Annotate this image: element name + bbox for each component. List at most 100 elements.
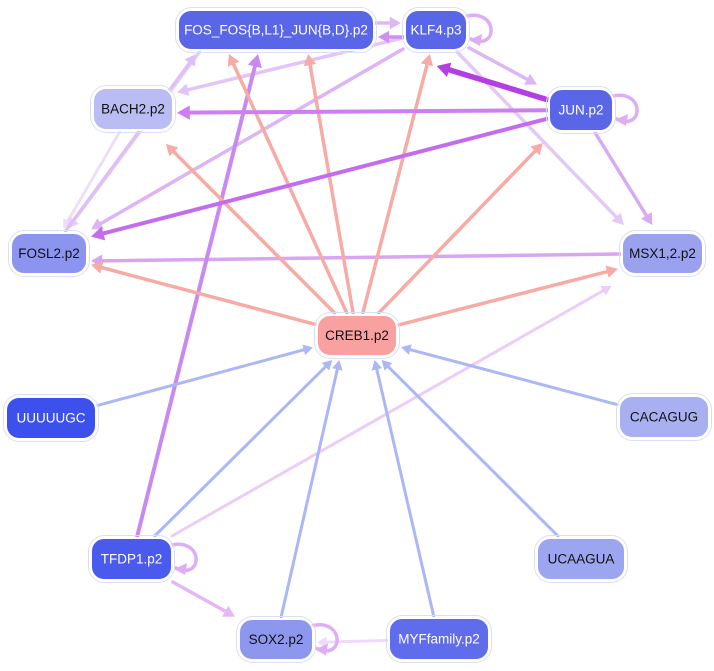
arrowhead-icon xyxy=(91,261,104,274)
node-outline xyxy=(175,7,377,53)
edge-klf4-jun xyxy=(467,46,537,85)
node-creb1[interactable]: CREB1.p2 xyxy=(314,312,400,359)
arrowhead-icon xyxy=(469,34,482,46)
node-shape xyxy=(388,617,490,661)
edge-creb1-fosl2 xyxy=(91,261,317,327)
edge-creb1-fos xyxy=(303,54,355,315)
node-shape xyxy=(5,396,97,440)
edge-msx-fosl2 xyxy=(91,252,622,268)
edge-fos-klf4 xyxy=(374,16,401,30)
node-label: UUUUUGC xyxy=(17,411,86,426)
node-klf4[interactable]: KLF4.p3 xyxy=(402,7,470,53)
edge-myf-creb1 xyxy=(371,360,436,618)
edge-cacagug-creb1 xyxy=(401,344,619,407)
arrowhead-icon xyxy=(605,265,618,278)
node-label: BACH2.p2 xyxy=(101,102,165,117)
node-label: MYFfamily.p2 xyxy=(398,632,480,647)
arrowhead-icon xyxy=(321,360,333,371)
edge-creb1-klf4 xyxy=(361,54,434,315)
node-msx[interactable]: MSX1,2.p2 xyxy=(619,230,706,277)
arrowhead-icon xyxy=(227,54,240,67)
arrowhead-icon xyxy=(420,54,434,67)
arrowhead-icon xyxy=(381,360,393,371)
node-label: FOS_FOS{B,L1}_JUN{B,D}.p2 xyxy=(184,23,368,38)
node-outline xyxy=(386,615,492,663)
node-shape xyxy=(90,537,173,581)
arrowhead-icon xyxy=(165,144,179,157)
node-label: KLF4.p3 xyxy=(410,23,461,38)
node-outline xyxy=(88,535,175,583)
self-loop-klf4 xyxy=(461,13,493,46)
arrowhead-icon xyxy=(530,143,543,156)
edge-klf4-fos xyxy=(378,30,405,44)
node-shape xyxy=(316,314,398,357)
node-label: JUN.p2 xyxy=(558,103,603,118)
arrowhead-icon xyxy=(436,62,452,77)
node-shape xyxy=(536,537,626,581)
node-label: TFDP1.p2 xyxy=(101,552,163,567)
node-outline xyxy=(534,535,628,583)
node-sox2[interactable]: SOX2.p2 xyxy=(236,616,316,663)
node-outline xyxy=(3,394,99,442)
node-shape xyxy=(548,88,614,132)
arrowhead-icon xyxy=(315,643,328,656)
arrowhead-icon xyxy=(63,217,73,229)
node-outline xyxy=(546,86,616,134)
edge-creb1-jun xyxy=(376,143,543,315)
arrowhead-icon xyxy=(401,344,412,355)
edge-ucaagua-creb1 xyxy=(381,360,560,538)
arrowhead-icon xyxy=(600,286,612,296)
arrowhead-icon xyxy=(247,54,262,69)
edge-tfdp1-creb1 xyxy=(153,360,333,538)
edge-creb1-bach2 xyxy=(165,144,337,315)
node-tfdp1[interactable]: TFDP1.p2 xyxy=(88,535,175,583)
arrowhead-icon xyxy=(174,563,187,575)
node-shape xyxy=(92,87,174,131)
node-label: FOSL2.p2 xyxy=(18,246,80,261)
arrowhead-icon xyxy=(371,360,383,371)
node-outline xyxy=(616,393,712,441)
node-shape xyxy=(404,9,468,51)
node-ucaagua[interactable]: UCAAGUA xyxy=(534,535,628,583)
node-shape xyxy=(10,232,88,275)
node-outline xyxy=(8,230,90,277)
arrowhead-icon xyxy=(378,30,390,44)
arrowhead-icon xyxy=(332,360,343,371)
node-fosl2[interactable]: FOSL2.p2 xyxy=(8,230,90,277)
node-label: CACAGUG xyxy=(630,410,698,425)
node-shape xyxy=(177,9,375,51)
node-myf[interactable]: MYFfamily.p2 xyxy=(386,615,492,663)
node-shape xyxy=(621,232,704,275)
arrowhead-icon xyxy=(91,218,104,230)
node-label: SOX2.p2 xyxy=(249,632,304,647)
edge-bach2-fosl2 xyxy=(63,130,122,229)
node-shape xyxy=(238,618,314,661)
edge-jun-fos xyxy=(436,62,550,103)
node-fos[interactable]: FOS_FOS{B,L1}_JUN{B,D}.p2 xyxy=(175,7,377,53)
arrowhead-icon xyxy=(302,344,313,356)
node-shape xyxy=(618,395,710,439)
edge-tfdp1-fos xyxy=(135,54,262,538)
self-loop-sox2 xyxy=(307,623,339,656)
node-uuuuugc[interactable]: UUUUUGC xyxy=(3,394,99,442)
node-label: MSX1,2.p2 xyxy=(629,246,696,261)
node-cacagug[interactable]: CACAGUG xyxy=(616,393,712,441)
node-label: CREB1.p2 xyxy=(325,328,389,343)
arrowhead-icon xyxy=(222,605,235,617)
node-outline xyxy=(619,230,706,277)
arrowhead-icon xyxy=(389,16,401,30)
node-bach2[interactable]: BACH2.p2 xyxy=(90,85,176,133)
edge-creb1-msx xyxy=(397,265,618,327)
edge-tfdp1-msx xyxy=(170,286,612,538)
node-jun[interactable]: JUN.p2 xyxy=(546,86,616,134)
edge-jun-msx xyxy=(593,131,653,225)
edge-klf4-fosl2 xyxy=(91,47,405,230)
self-loop-jun xyxy=(607,93,639,126)
arrowhead-icon xyxy=(177,83,190,96)
edge-jun-fosl2 xyxy=(91,116,549,241)
node-label: UCAAGUA xyxy=(548,552,615,567)
node-outline xyxy=(314,312,400,359)
arrowhead-icon xyxy=(615,114,628,126)
